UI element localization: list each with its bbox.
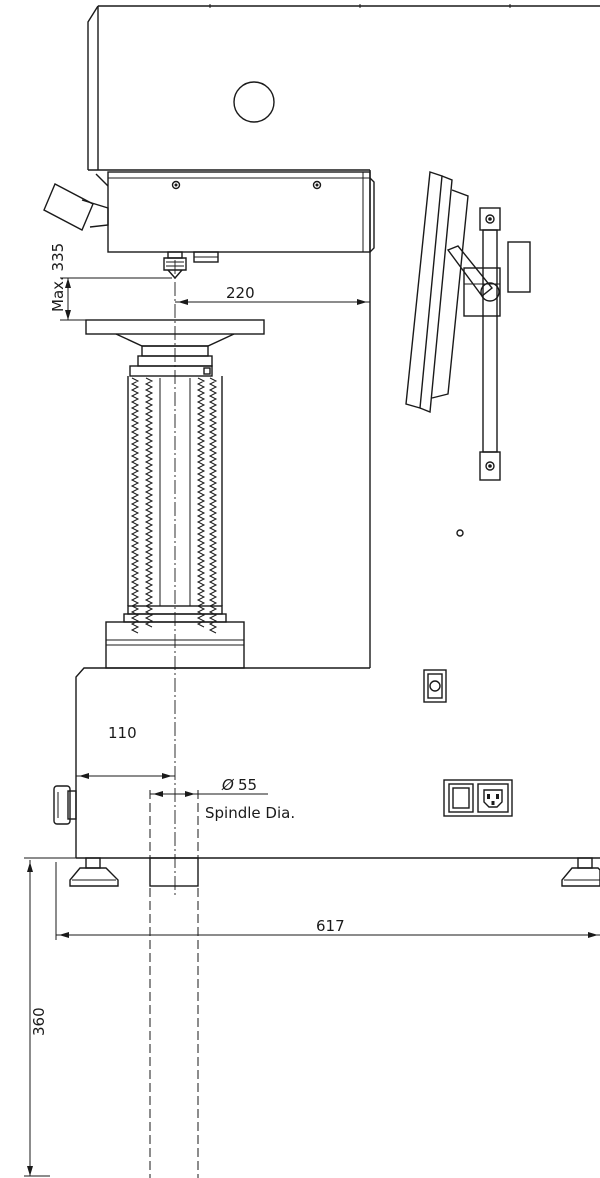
foot-left (69, 857, 119, 887)
display-panel (405, 171, 469, 413)
foot-right (561, 857, 600, 887)
dimension-column-offset: 110 (76, 724, 175, 779)
dimension-spindle-depth: 360 (24, 860, 50, 1177)
spindle (149, 790, 199, 1178)
dimension-max-height: Max. 335 (49, 243, 172, 321)
display-arm (446, 207, 531, 481)
power-socket (443, 779, 513, 817)
dimension-throat-depth-label: 220 (226, 284, 255, 302)
frame-column (75, 170, 600, 859)
emergency-switch (423, 669, 447, 703)
spindle-diameter-value: 55 (238, 776, 257, 794)
dimension-throat-depth: 220 (175, 284, 370, 305)
frame-hole (456, 529, 464, 537)
dimension-base-width-label: 617 (316, 917, 345, 935)
bellows (123, 376, 227, 634)
head-circle-port (233, 81, 275, 123)
dimension-base-width: 617 (24, 857, 600, 940)
dimension-spindle-diameter: Ø 55 Spindle Dia. (150, 776, 295, 822)
spindle-diameter-symbol: Ø (221, 776, 235, 794)
lower-head-block (107, 171, 375, 263)
dimension-spindle-depth-label: 360 (30, 1007, 48, 1036)
eyepiece (43, 173, 109, 231)
dimension-max-height-label: Max. 335 (49, 243, 67, 312)
dimension-column-offset-label: 110 (108, 724, 137, 742)
spindle-diameter-label: Spindle Dia. (205, 804, 295, 822)
head-housing (87, 4, 600, 171)
side-knob (53, 785, 77, 825)
